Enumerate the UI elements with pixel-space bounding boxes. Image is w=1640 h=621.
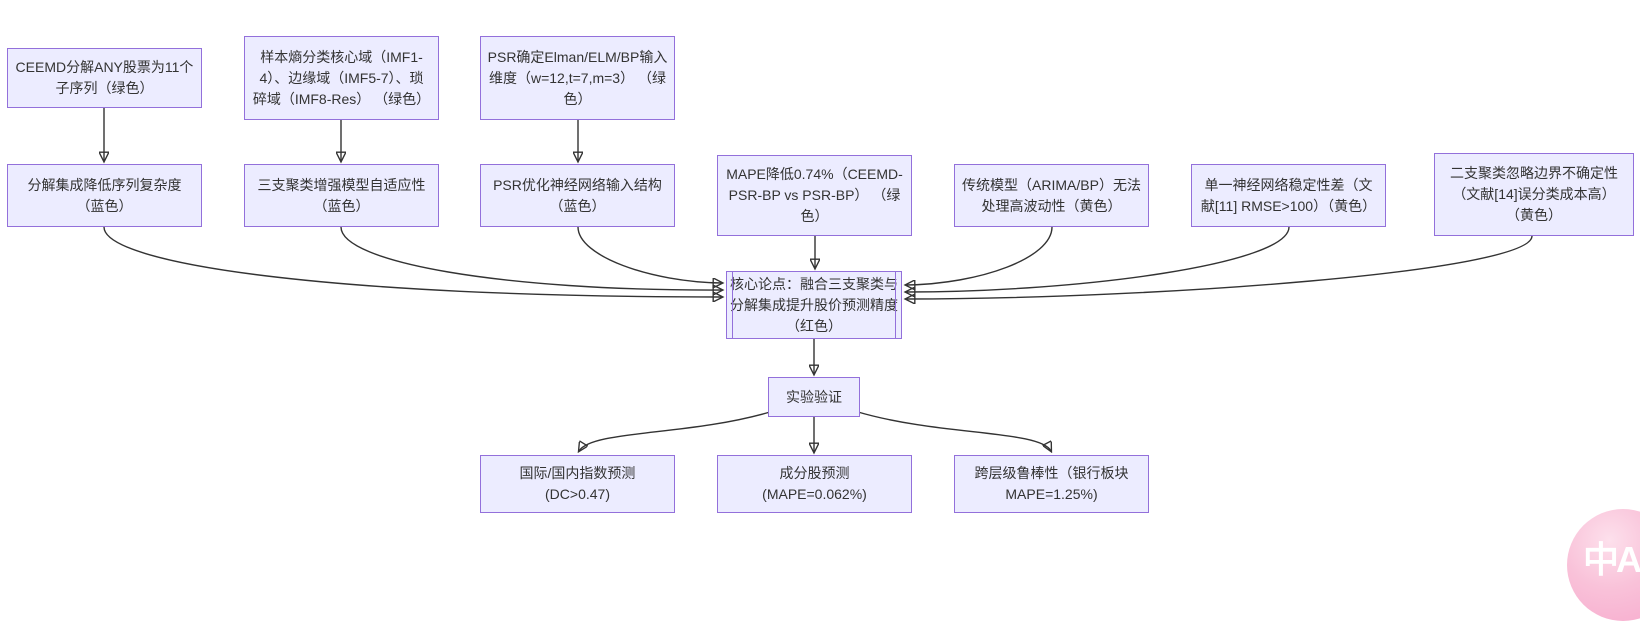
- node-label-line: 成分股预测: [779, 465, 850, 481]
- node-label-line: （蓝色）: [549, 197, 606, 214]
- node-label-line: 子序列（绿色）: [55, 80, 154, 96]
- node-label-line: （黄色）: [1506, 207, 1562, 223]
- node-label-line: 色）: [800, 208, 829, 224]
- edge-arrow: [906, 226, 1053, 285]
- node-label-line: （蓝色）: [76, 197, 133, 214]
- edge-layer: [0, 108, 1533, 574]
- edge-arrow: [857, 411, 1051, 451]
- flow-node-cross-level-robustness: 跨层级鲁棒性（银行板块 MAPE=1.25%): [954, 455, 1149, 513]
- translate-icon: 中A: [1583, 539, 1640, 580]
- edge-arrow: [103, 226, 722, 297]
- node-label-line: 国际/国内指数预测: [519, 465, 636, 481]
- node-label-line: （红色）: [786, 317, 842, 334]
- node-label-line: PSR-BP vs PSR-BP） （绿: [728, 187, 901, 203]
- node-label-line: 三支聚类增强模型自适应性: [257, 176, 426, 193]
- node-label-line: 碎域（IMF8-Res） （绿色）: [252, 90, 431, 107]
- flow-node-index-prediction: 国际/国内指数预测 (DC>0.47): [480, 455, 675, 513]
- node-label-line: 维度（w=12,t=7,m=3） （绿: [488, 69, 666, 86]
- node-label-line: CEEMD分解ANY股票为11个: [15, 59, 194, 75]
- flow-node-decompose-complexity: 分解集成降低序列复杂度 （蓝色）: [7, 164, 202, 227]
- node-label-line: 传统模型（ARIMA/BP）无法: [962, 176, 1141, 193]
- node-label-line: PSR确定Elman/ELM/BP输入: [487, 48, 668, 65]
- node-label-line: (DC>0.47): [545, 486, 610, 502]
- node-label-line: 实验验证: [786, 388, 842, 405]
- edge-arrow: [579, 411, 771, 451]
- node-label-line: 二支聚类忽略边界不确定性: [1450, 165, 1618, 181]
- node-label-line: 献[11] RMSE>100）（黄色）: [1200, 197, 1377, 214]
- node-label-line: 跨层级鲁棒性（银行板块: [974, 465, 1129, 481]
- flow-node-sample-entropy: 样本熵分类核心域（IMF1- 4）、边缘域（IMF5-7）、琐碎域（IMF8-Re…: [244, 36, 439, 120]
- flow-node-component-stock-prediction: 成分股预测 (MAPE=0.062%): [717, 455, 912, 513]
- node-label-line: PSR优化神经网络输入结构: [493, 176, 662, 193]
- node-label-line: (MAPE=0.062%): [762, 486, 867, 502]
- node-label-line: 色）: [563, 90, 592, 107]
- flow-node-single-nn-instability: 单一神经网络稳定性差（文献[11] RMSE>100）（黄色）: [1191, 164, 1386, 227]
- flow-node-three-way-adaptivity: 三支聚类增强模型自适应性 （蓝色）: [244, 164, 439, 227]
- node-label-line: MAPE降低0.74%（CEEMD-: [726, 166, 903, 182]
- node-label-line: （蓝色）: [313, 197, 370, 214]
- flow-node-experiment-validation: 实验验证: [768, 377, 860, 417]
- edge-arrow: [340, 226, 722, 290]
- node-label-line: 核心论点：融合三支聚类与: [730, 275, 898, 292]
- edge-arrow: [906, 226, 1290, 292]
- flow-node-two-way-limitation: 二支聚类忽略边界不确定性 （文献[14]误分类成本高） （黄色）: [1434, 153, 1634, 236]
- flow-node-mape-improvement: MAPE降低0.74%（CEEMD- PSR-BP vs PSR-BP） （绿色）: [717, 155, 912, 236]
- node-label-line: MAPE=1.25%): [1005, 486, 1098, 502]
- edge-arrow: [906, 235, 1533, 299]
- flow-node-core-thesis: 核心论点：融合三支聚类与分解集成提升股价预测精度 （红色）: [726, 271, 902, 339]
- node-label-line: 单一神经网络稳定性差（文: [1204, 176, 1373, 193]
- flow-node-traditional-limitation: 传统模型（ARIMA/BP）无法处理高波动性（黄色）: [954, 164, 1149, 227]
- flow-node-psr-structure: PSR优化神经网络输入结构 （蓝色）: [480, 164, 675, 227]
- node-label-line: （文献[14]误分类成本高）: [1452, 186, 1616, 202]
- edge-arrow: [577, 226, 722, 283]
- flow-node-ceemd-decompose: CEEMD分解ANY股票为11个子序列（绿色）: [7, 48, 202, 108]
- flow-node-psr-dimension: PSR确定Elman/ELM/BP输入维度（w=12,t=7,m=3） （绿色）: [480, 36, 675, 120]
- node-label-line: 分解集成降低序列复杂度: [27, 176, 182, 193]
- flowchart-canvas: CEEMD分解ANY股票为11个子序列（绿色） 样本熵分类核心域（IMF1- 4）、…: [0, 36, 1640, 621]
- node-label-line: 4）、边缘域（IMF5-7）、琐: [259, 69, 424, 86]
- node-label-line: 处理高波动性（黄色）: [981, 197, 1122, 214]
- node-label-line: 样本熵分类核心域（IMF1-: [260, 48, 423, 65]
- node-label-line: 分解集成提升股价预测精度: [730, 296, 898, 313]
